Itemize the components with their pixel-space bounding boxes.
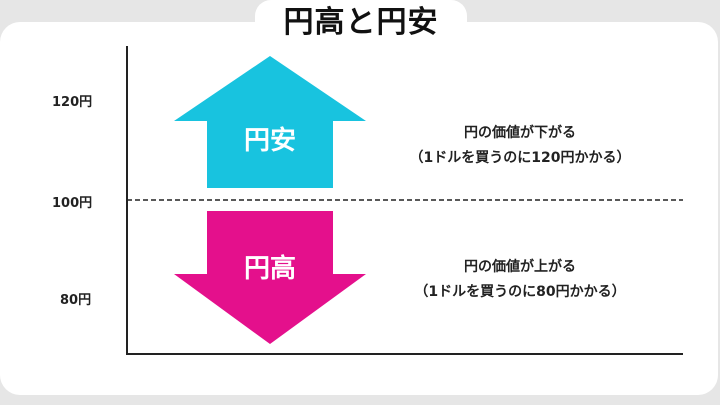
arrow-up-shape [174, 56, 366, 188]
diagram-card [0, 22, 718, 395]
y-label-100: 100円 [52, 196, 93, 211]
description-down-line1: 円の価値が上がる [464, 259, 576, 275]
description-up-line1: 円の価値が下がる [464, 125, 576, 141]
description-down: 円の価値が上がる （1ドルを買うのに80円かかる） [365, 255, 675, 305]
arrow-down-shape [174, 211, 366, 344]
description-up-line2: （1ドルを買うのに120円かかる） [409, 150, 631, 166]
diagram-title: 円高と円安 [283, 5, 439, 40]
arrow-up-label: 円安 [243, 126, 296, 156]
title-tab [255, 0, 467, 44]
y-label-120: 120円 [52, 95, 93, 110]
description-down-line2: （1ドルを買うのに80円かかる） [414, 284, 626, 300]
arrow-down-label: 円高 [243, 254, 296, 284]
y-label-80: 80円 [60, 293, 92, 308]
description-up: 円の価値が下がる （1ドルを買うのに120円かかる） [365, 121, 675, 171]
